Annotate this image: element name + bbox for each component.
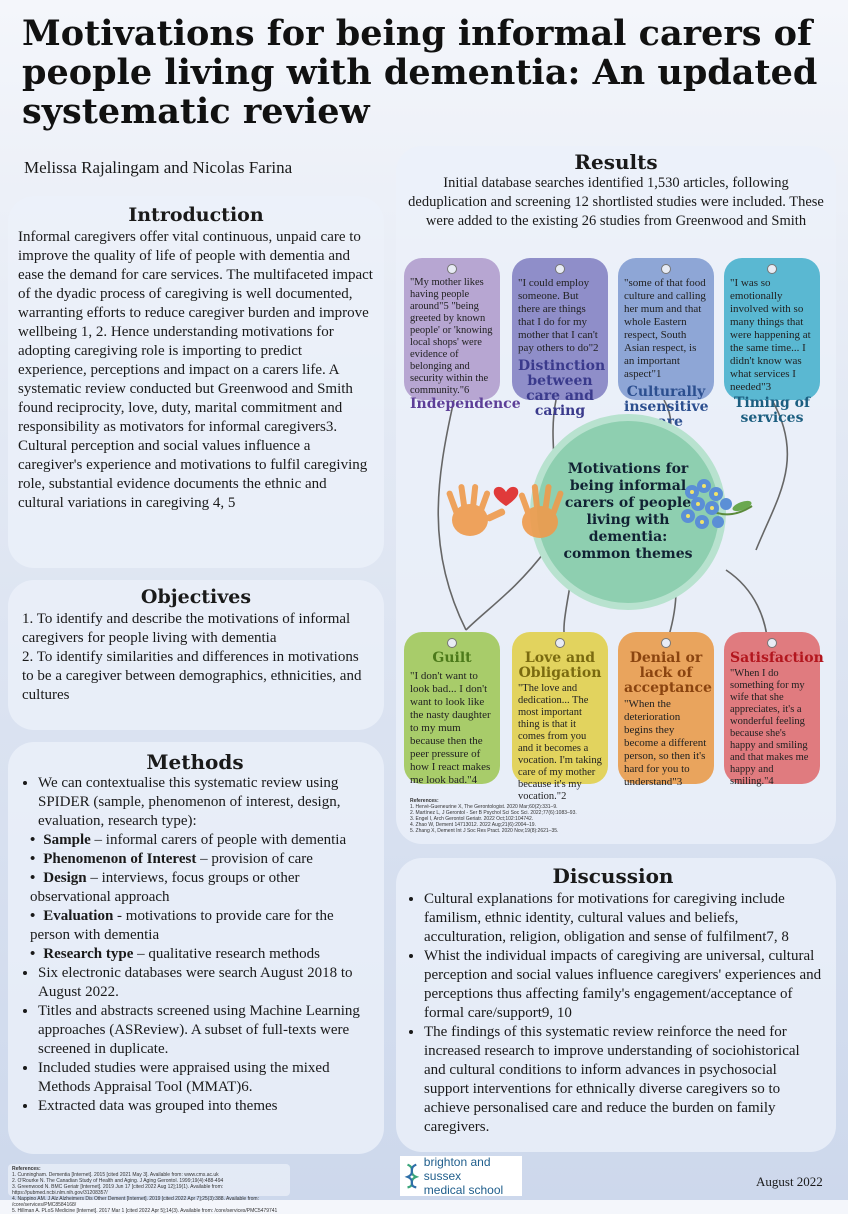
spider-research-type: Research type – qualitative research met… — [30, 945, 374, 964]
objective-1: 1. To identify and describe the motivati… — [22, 611, 351, 646]
footer-references-heading: References: — [12, 1166, 41, 1172]
methods-heading: Methods — [146, 750, 244, 774]
theme-quote: "I don't want to look bad... I don't wan… — [410, 670, 491, 786]
reference-item: 1. Hervé-Gueneurine X, The Gerontologist… — [410, 804, 558, 810]
tag-hole — [661, 264, 671, 274]
center-theme-text: Motivations for being informal carers of… — [563, 461, 693, 562]
methods-bullet: Included studies were appraised using th… — [38, 1059, 374, 1097]
discussion-heading: Discussion — [552, 864, 674, 888]
footer-reference-item: 5. Hillman A. PLoS Medicine [Internet]. … — [12, 1208, 278, 1214]
theme-quote: "some of that food culture and calling h… — [624, 277, 706, 380]
spider-phenomenon: Phenomenon of Interest – provision of ca… — [30, 850, 374, 869]
theme-tag-culturally-insensitive: "some of that food culture and calling h… — [618, 258, 714, 430]
references-heading: References: — [410, 798, 439, 804]
reference-item: 3. Engel I, Arch Gerontol Geriatr. 2022 … — [410, 816, 534, 822]
theme-quote: "The love and dedication... The most imp… — [518, 683, 602, 802]
theme-title: Denial or lack of acceptance — [624, 650, 712, 696]
introduction-heading: Introduction — [128, 204, 264, 226]
methods-bullet: Titles and abstracts screened using Mach… — [38, 1002, 374, 1059]
discussion-bullet: The findings of this systematic review r… — [424, 1023, 824, 1137]
theme-title: Love and Obligation — [518, 650, 602, 681]
school-logo: brighton and sussex medical school — [400, 1155, 522, 1197]
discussion-panel: Discussion Cultural explanations for mot… — [396, 858, 836, 1152]
theme-quote: "I was so emotionally involved with so m… — [730, 277, 811, 393]
discussion-bullet: Cultural explanations for motivations fo… — [424, 890, 824, 947]
theme-title: Satisfaction — [730, 650, 824, 666]
theme-quote: "When I do something for my wife that sh… — [730, 668, 809, 787]
methods-bullet: Six electronic databases were search Aug… — [38, 964, 374, 1002]
logo-line-1: brighton and sussex — [423, 1155, 491, 1183]
tag-hole — [447, 264, 457, 274]
theme-quote: "I could employ someone. But there are t… — [518, 277, 599, 354]
theme-tag-denial: Denial or lack of acceptance "When the d… — [618, 632, 714, 788]
theme-tag-timing: "I was so emotionally involved with so m… — [724, 258, 820, 426]
theme-quote: "My mother likes having people around"5 … — [410, 277, 493, 396]
theme-title: Distinction between care and caring — [518, 358, 606, 419]
reference-item: 4. Zhao W, Dement 14713012. 2022 Aug;21(… — [410, 822, 536, 828]
discussion-bullet: Whist the individual impacts of caregivi… — [424, 947, 824, 1023]
theme-tag-distinction: "I could employ someone. But there are t… — [512, 258, 608, 419]
methods-list: We can contextualise this systematic rev… — [16, 774, 374, 831]
forget-me-not-flowers — [681, 479, 753, 529]
theme-title: Timing of services — [733, 395, 811, 426]
methods-panel: Methods We can contextualise this system… — [8, 742, 384, 1154]
footer-reference-item: 3. Greenwood N. BMC Geriatr [Internet]. … — [12, 1184, 224, 1196]
tag-hole — [555, 638, 565, 648]
reference-item: 2. Martínez L, J Gerontol - Ser B Psycho… — [410, 810, 577, 816]
theme-tag-independence: "My mother likes having people around"5 … — [404, 258, 521, 412]
spider-evaluation: Evaluation - motivations to provide care… — [30, 907, 374, 945]
logo-line-2: medical school — [423, 1183, 504, 1197]
theme-tag-guilt: Guilt "I don't want to look bad... I don… — [404, 632, 500, 786]
objectives-panel: Objectives 1. To identify and describe t… — [8, 580, 384, 730]
footer-reference-item: 1. Cunningham. Dementia [Internet]. 2015… — [12, 1172, 219, 1178]
spider-list: Sample – informal carers of people with … — [16, 831, 374, 964]
tag-hole — [555, 264, 565, 274]
spider-sample: Sample – informal carers of people with … — [30, 831, 374, 850]
methods-bullets: Six electronic databases were search Aug… — [16, 964, 374, 1116]
tag-hole — [767, 264, 777, 274]
poster-date: August 2022 — [756, 1174, 823, 1189]
reference-item: 5. Zhang X, Dement Int J Soc Res Pract. … — [410, 828, 559, 834]
discussion-list: Cultural explanations for motivations fo… — [402, 890, 824, 1137]
results-references: References: 1. Hervé-Gueneurine X, The G… — [410, 798, 670, 834]
theme-quote: "When the deterioration begins they beco… — [624, 698, 707, 788]
theme-tag-love-obligation: Love and Obligation "The love and dedica… — [512, 632, 608, 802]
results-heading: Results — [574, 150, 658, 174]
poster-title: Motivations for being informal carers of… — [22, 13, 818, 132]
results-summary: Initial database searches identified 1,5… — [408, 175, 824, 229]
hands-heart-illustration — [446, 484, 564, 538]
bsms-logo-icon — [404, 1163, 420, 1189]
theme-tag-satisfaction: Satisfaction "When I do something for my… — [724, 632, 824, 787]
methods-intro: We can contextualise this systematic rev… — [38, 774, 374, 831]
footer-reference-item: 4. Nappino AM. J Alz Alzheimers Dis Othe… — [12, 1196, 259, 1208]
methods-bullet: Extracted data was grouped into themes — [38, 1097, 374, 1116]
introduction-panel: Introduction Informal caregivers offer v… — [8, 196, 384, 568]
authors: Melissa Rajalingam and Nicolas Farina — [24, 158, 293, 177]
footer-reference-item: 2. O'Rourke N. The Canadian Study of Hea… — [12, 1178, 224, 1184]
footer-references: References: 1. Cunningham. Dementia [Int… — [8, 1164, 290, 1214]
tag-hole — [767, 638, 777, 648]
objective-2: 2. To identify similarities and differen… — [22, 649, 362, 703]
tag-hole — [661, 638, 671, 648]
tag-hole — [447, 638, 457, 648]
theme-title: Guilt — [432, 650, 472, 666]
introduction-body: Informal caregivers offer vital continuo… — [18, 229, 373, 511]
theme-title: Independence — [410, 396, 521, 412]
objectives-heading: Objectives — [140, 586, 252, 608]
spider-design: Design – interviews, focus groups or oth… — [30, 869, 374, 907]
